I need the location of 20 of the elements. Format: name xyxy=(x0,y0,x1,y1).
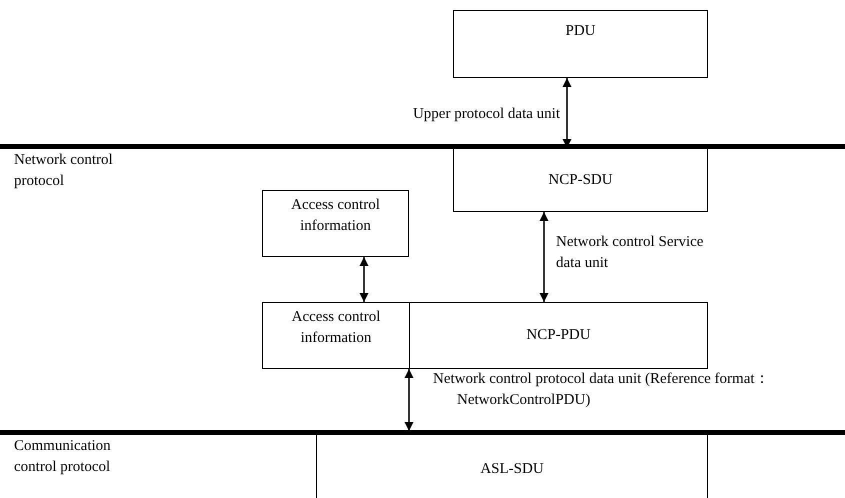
double-arrow xyxy=(360,257,368,302)
box-label: Access control information xyxy=(290,196,381,236)
edge-label: Upper protocol data unit xyxy=(412,105,560,124)
box-label: Access control information xyxy=(290,308,382,348)
double-arrow xyxy=(404,369,414,431)
process-box xyxy=(453,148,708,212)
box-label: NCP-PDU xyxy=(526,326,591,345)
process-box xyxy=(409,302,708,369)
edge-label: Network control Service data unit xyxy=(556,233,704,273)
box-label: NCP-SDU xyxy=(548,170,613,190)
layer-label: Network control protocol xyxy=(14,151,114,191)
layer-label: Communication control protocol xyxy=(14,437,112,477)
box-label: ASL-SDU xyxy=(480,460,544,479)
double-arrow xyxy=(540,212,548,302)
box-label: PDU xyxy=(565,22,596,41)
process-box xyxy=(262,302,410,369)
edge-label: Network control protocol data unit (Reference format：NetworkControlPDU) xyxy=(433,370,771,410)
process-box xyxy=(316,434,708,498)
process-box xyxy=(453,10,708,78)
process-box xyxy=(262,190,409,257)
